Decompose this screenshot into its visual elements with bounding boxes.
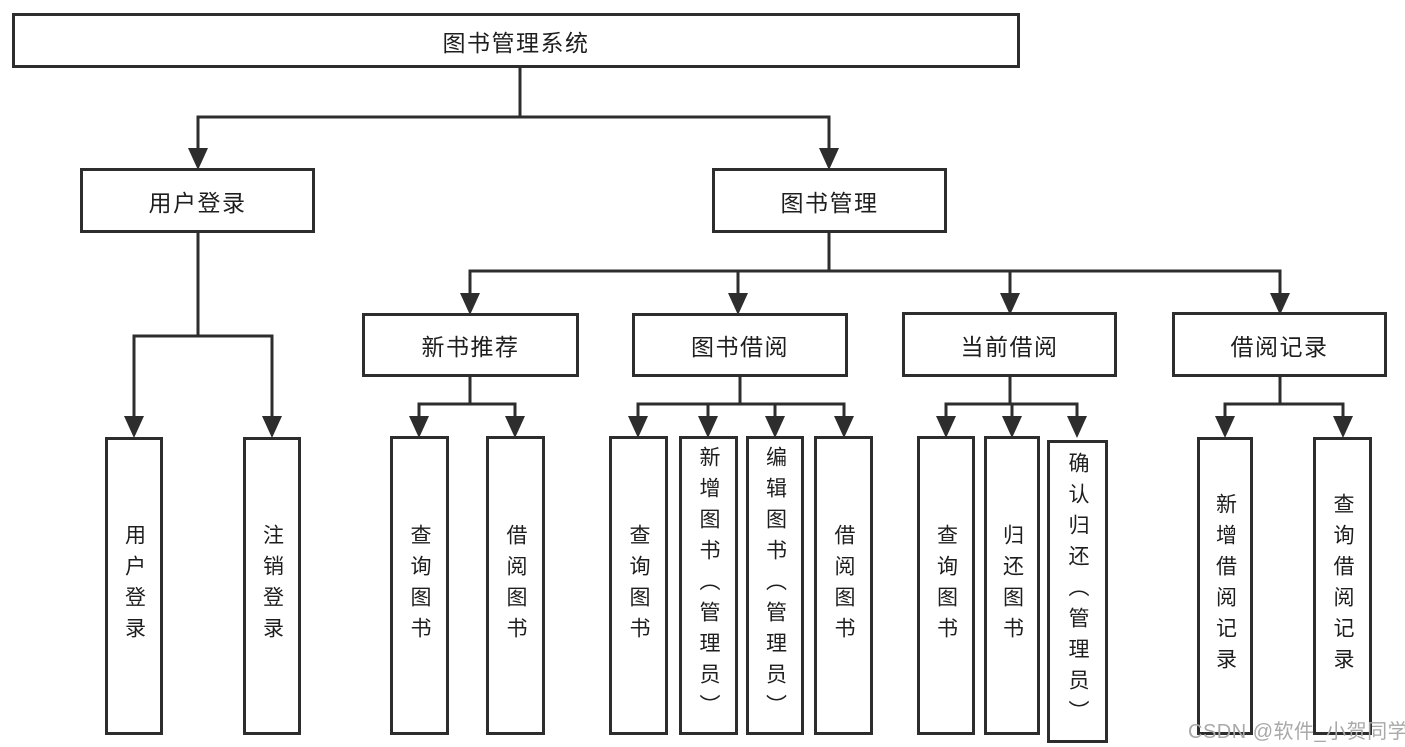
arrowhead-icon: [628, 416, 648, 438]
arrowhead-icon: [505, 416, 525, 438]
arrowhead-icon: [262, 416, 282, 438]
leaf-query-borrow-record: 查询借阅记录: [1313, 437, 1372, 735]
connector-line: [132, 233, 274, 434]
arrowhead-icon: [698, 416, 718, 438]
leaf-return-books: 归还图书: [984, 436, 1040, 735]
leaf-add-books-admin: 新增图书（管理员）: [679, 436, 738, 735]
connector-line: [1223, 377, 1345, 434]
arrowhead-icon: [1000, 293, 1020, 315]
node-borrowing-records: 借阅记录: [1172, 312, 1387, 377]
arrowhead-icon: [460, 293, 480, 315]
connector-line: [636, 377, 846, 434]
node-book-management: 图书管理: [712, 168, 947, 233]
node-user-login: 用户登录: [80, 168, 315, 233]
arrowhead-icon: [1067, 416, 1087, 438]
arrowhead-icon: [124, 416, 144, 438]
connector-line: [417, 377, 517, 434]
leaf-borrow-books: 借阅图书: [814, 436, 873, 735]
arrowhead-icon: [1002, 416, 1022, 438]
leaf-logout: 注销登录: [243, 437, 301, 735]
leaf-query-books-borrow: 查询图书: [609, 436, 668, 735]
arrowhead-icon: [936, 416, 956, 438]
arrowhead-icon: [409, 416, 429, 438]
leaf-query-books-recommend: 查询图书: [390, 436, 449, 735]
node-new-book-recommendation: 新书推荐: [362, 313, 579, 377]
leaf-query-books-current: 查询图书: [917, 436, 975, 735]
leaf-confirm-return-admin: 确认归还（管理员）: [1047, 440, 1108, 743]
node-book-borrowing: 图书借阅: [632, 313, 848, 377]
leaf-add-borrow-record: 新增借阅记录: [1197, 437, 1253, 735]
leaf-edit-books-admin: 编辑图书（管理员）: [746, 436, 804, 735]
arrowhead-icon: [188, 148, 208, 170]
connector-lines: [132, 68, 1345, 434]
arrowhead-icon: [819, 148, 839, 170]
arrowhead-icon: [1215, 416, 1235, 438]
node-library-management-system: 图书管理系统: [12, 13, 1020, 68]
arrowheads: [124, 148, 1353, 438]
node-current-borrowing: 当前借阅: [902, 312, 1117, 377]
leaf-borrow-books-recommend: 借阅图书: [486, 436, 545, 735]
arrowhead-icon: [1333, 416, 1353, 438]
arrowhead-icon: [728, 293, 748, 315]
arrowhead-icon: [834, 416, 854, 438]
connector-line: [196, 68, 831, 166]
connector-line: [468, 233, 1282, 311]
arrowhead-icon: [765, 416, 785, 438]
csdn-watermark: CSDN @软件_小贺同学: [1188, 721, 1405, 743]
leaf-user-login: 用户登录: [105, 437, 163, 735]
arrowhead-icon: [1270, 293, 1290, 315]
